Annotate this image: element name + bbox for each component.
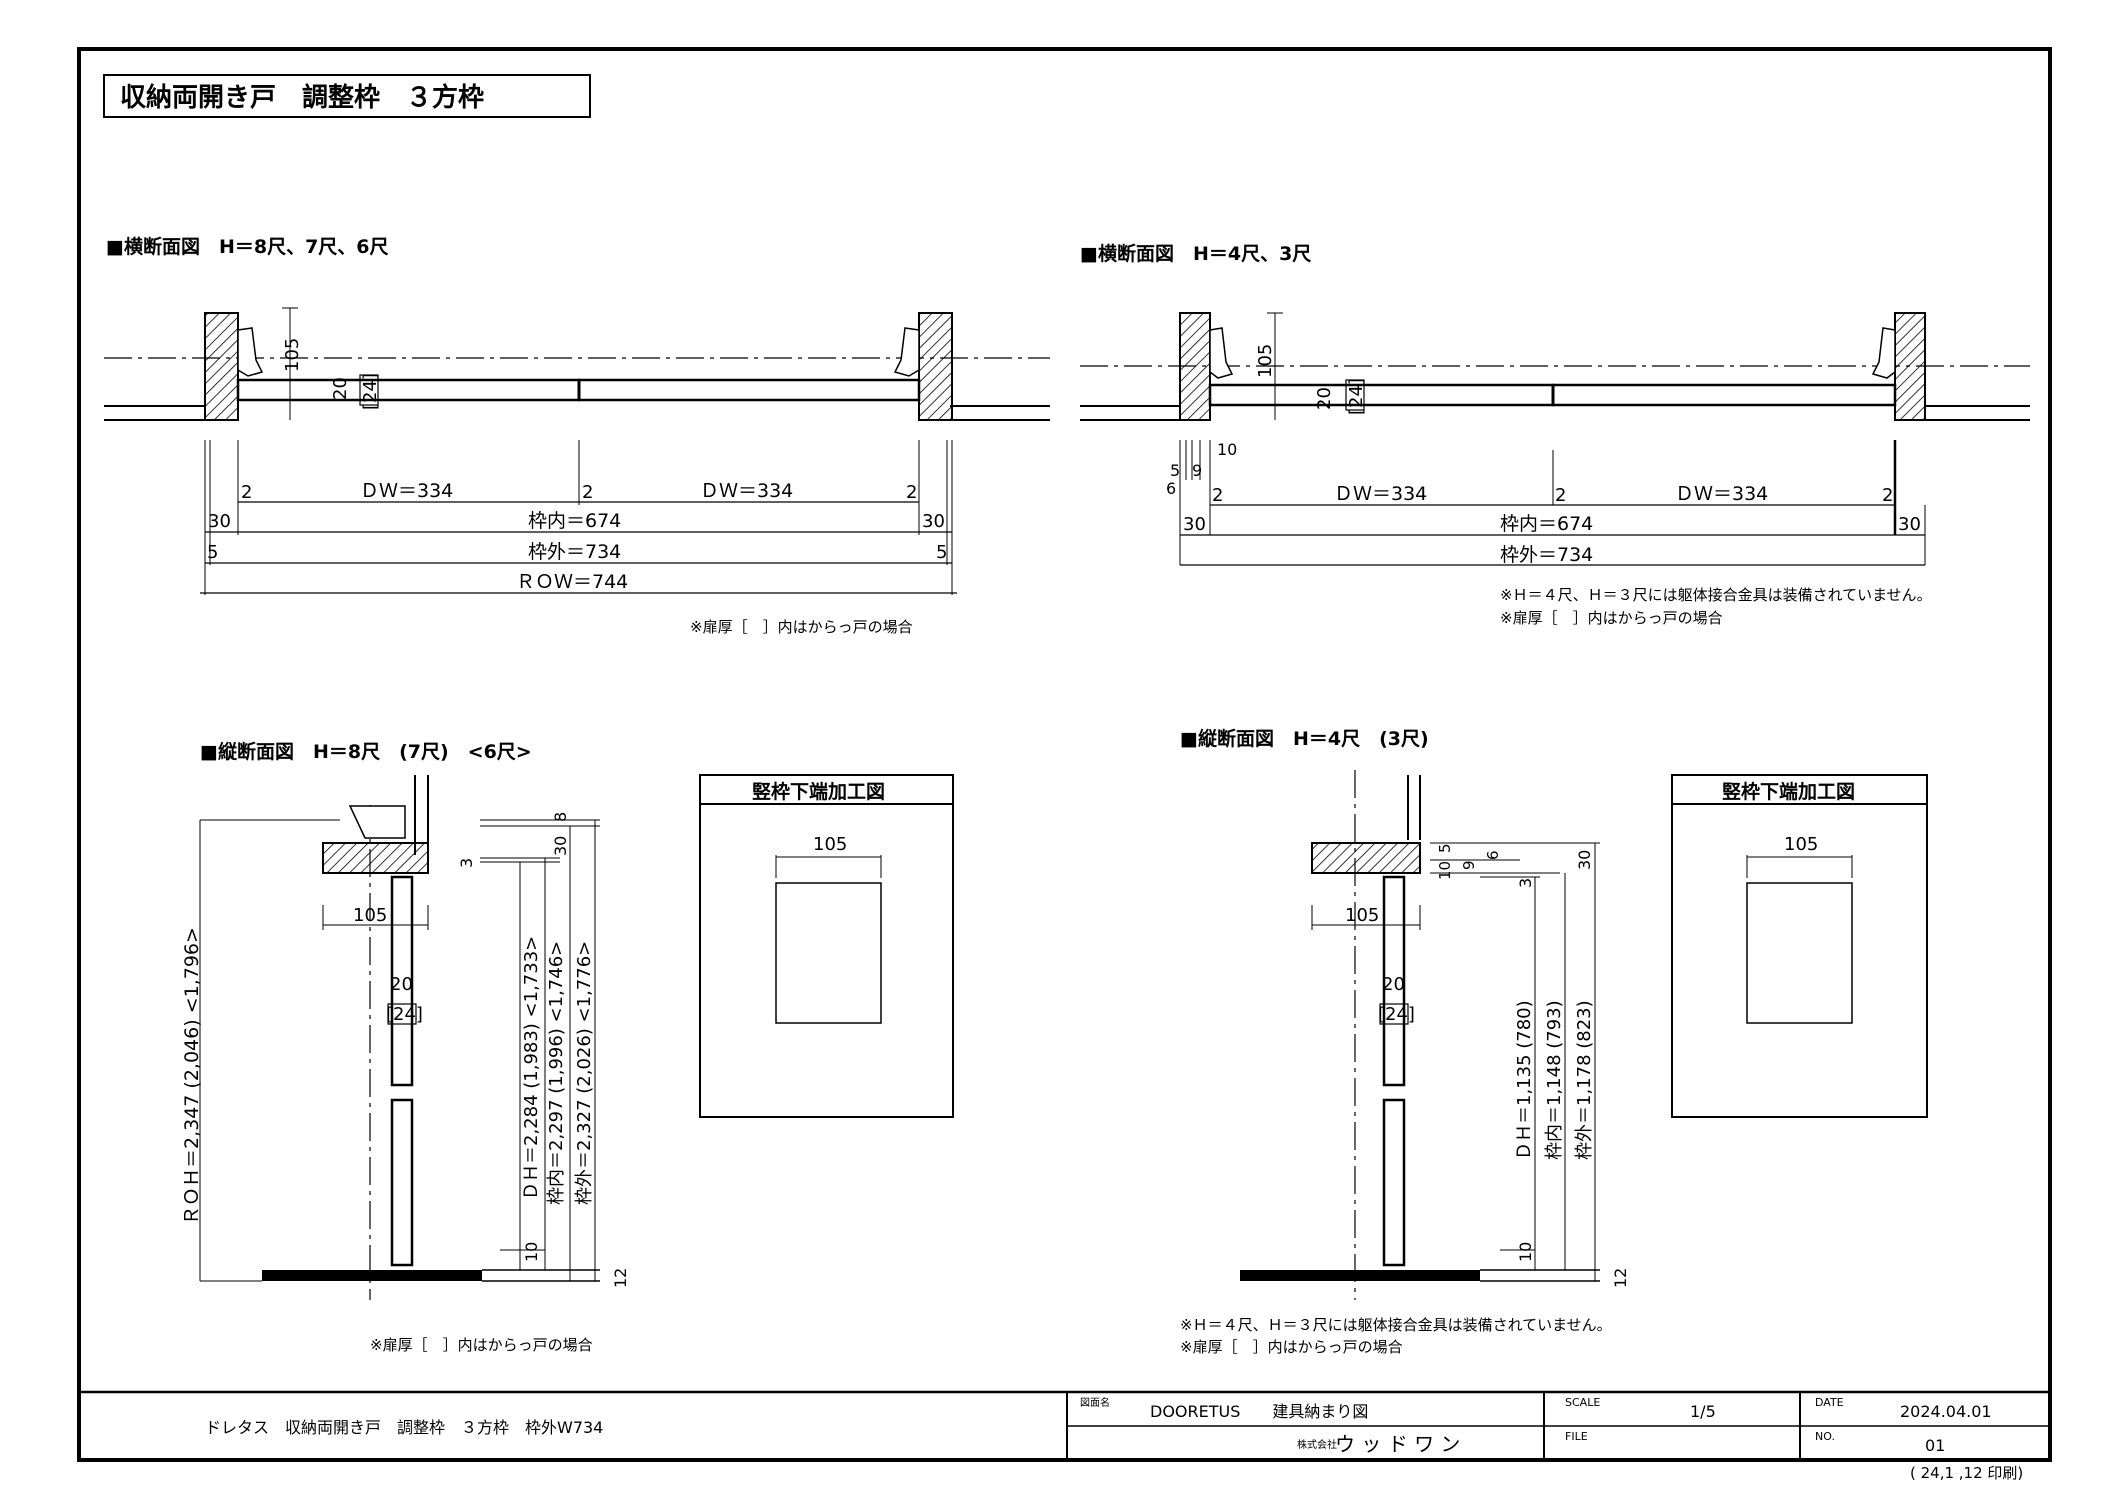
dim-inner-width-short: 枠内＝674	[1500, 513, 1593, 535]
svg-text:2: 2	[241, 482, 252, 503]
note-door-thickness-short: ※扉厚［ ］内はからっ戸の場合	[1500, 609, 1723, 627]
svg-text:10: 10	[1217, 440, 1237, 459]
svg-text:30: 30	[1183, 514, 1206, 535]
section-heading-top-left: ■横断面図 H＝8尺、7尺、6尺	[106, 235, 389, 258]
svg-text:6: 6	[1166, 479, 1176, 498]
svg-text:2: 2	[1555, 485, 1566, 506]
svg-text:12: 12	[1611, 1268, 1630, 1288]
sheet-border	[77, 47, 2052, 1462]
title-block: ドレタス 収納両開き戸 調整枠 ３方枠 枠外W734 図面名 DOORETUS …	[79, 1390, 2050, 1482]
svg-text:[24]: [24]	[386, 1004, 423, 1025]
dim-dw-left: ＤＷ＝334	[360, 480, 453, 502]
svg-text:12: 12	[611, 1268, 630, 1288]
dim-outer-height-tall: 枠外＝2,327 (2,026) <1,776>	[574, 941, 595, 1205]
date-value: 2024.04.01	[1900, 1402, 1992, 1421]
svg-text:図面名: 図面名	[1080, 1396, 1110, 1409]
svg-text:105: 105	[1784, 834, 1818, 855]
plan-section-tall: 105 20 [24] 2 2 2 ＤＷ＝334 ＤＷ＝334 30 30 枠内…	[104, 307, 1050, 636]
svg-text:105: 105	[1255, 344, 1276, 378]
svg-text:10: 10	[1516, 1242, 1535, 1262]
detail-box-left: 竪枠下端加工図 105	[699, 774, 954, 1118]
section-heading-bottom-left: ■縦断面図 H＝8尺 (7尺) <6尺>	[200, 740, 532, 763]
dim-row: ＲＯＷ＝744	[516, 571, 628, 593]
dim-inner-width: 枠内＝674	[528, 510, 621, 532]
elevation-section-short: 105 20 [24] 10 5 9 6 30 3 ＤＨ＝1,135 (780)…	[1180, 770, 1630, 1356]
svg-text:30: 30	[551, 836, 570, 856]
dim-inner-height-tall: 枠内＝2,297 (1,996) <1,746>	[546, 941, 567, 1205]
company-name: ウ ッ ド ワ ン	[1335, 1432, 1460, 1456]
detail-title-left: 竪枠下端加工図	[752, 780, 885, 803]
svg-text:105: 105	[813, 834, 847, 855]
print-stamp: ( 24,1 ,12 印刷)	[1910, 1464, 2023, 1482]
note-no-fitting: ※Ｈ＝４尺、Ｈ＝３尺には躯体接合金具は装備されていません。	[1500, 586, 1932, 604]
svg-text:2: 2	[1882, 485, 1893, 506]
dim-inner-height-short: 枠内＝1,148 (793)	[1544, 1000, 1565, 1160]
svg-text:2: 2	[906, 482, 917, 503]
note-no-fitting-vertical: ※Ｈ＝４尺、Ｈ＝３尺には躯体接合金具は装備されていません。	[1180, 1316, 1612, 1334]
drawing-number: 01	[1925, 1436, 1945, 1455]
svg-text:5: 5	[1436, 843, 1454, 853]
svg-text:3: 3	[1516, 878, 1535, 888]
svg-text:9: 9	[1192, 461, 1202, 480]
svg-text:20: 20	[330, 377, 351, 400]
svg-text:2: 2	[1212, 485, 1223, 506]
svg-text:30: 30	[208, 511, 231, 532]
svg-text:DATE: DATE	[1815, 1396, 1844, 1409]
svg-text:[24]: [24]	[360, 373, 381, 410]
svg-text:105: 105	[1345, 905, 1379, 926]
svg-text:FILE: FILE	[1565, 1430, 1588, 1443]
svg-text:20: 20	[1382, 974, 1405, 995]
dim-outer-height-short: 枠外＝1,178 (823)	[1574, 1000, 1595, 1160]
dim-roh: ＲＯＨ＝2,347 (2,046) <1,796>	[181, 927, 203, 1225]
svg-text:105: 105	[353, 905, 387, 926]
svg-text:9: 9	[1460, 860, 1478, 870]
note-door-thickness-vertical: ※扉厚［ ］内はからっ戸の場合	[370, 1336, 593, 1354]
svg-text:8: 8	[551, 812, 570, 822]
dim-dw-right: ＤＷ＝334	[700, 480, 793, 502]
note-door-thickness-vertical-short: ※扉厚［ ］内はからっ戸の場合	[1180, 1338, 1403, 1356]
svg-text:2: 2	[582, 482, 593, 503]
svg-text:5: 5	[1170, 461, 1180, 480]
svg-text:10: 10	[1436, 861, 1454, 880]
svg-text:[24]: [24]	[1346, 378, 1367, 415]
scale-value: 1/5	[1690, 1402, 1716, 1421]
svg-text:5: 5	[936, 542, 947, 563]
detail-title-right: 竪枠下端加工図	[1722, 780, 1855, 803]
svg-text:20: 20	[1314, 387, 1335, 410]
svg-text:10: 10	[522, 1242, 541, 1262]
svg-text:[24]: [24]	[1378, 1004, 1415, 1025]
dim-dw-right-short: ＤＷ＝334	[1675, 483, 1768, 505]
dim-outer-width-short: 枠外＝734	[1500, 544, 1593, 566]
svg-text:3: 3	[457, 858, 476, 868]
page-title: 収納両開き戸 調整枠 ３方枠	[120, 82, 484, 113]
dim-dh-tall: ＤＨ＝2,284 (1,983) <1,733>	[521, 936, 542, 1200]
svg-text:30: 30	[1898, 514, 1921, 535]
section-heading-top-right: ■横断面図 H＝4尺、3尺	[1080, 242, 1311, 265]
elevation-section-tall: 105 20 [24] ＲＯＨ＝2,347 (2,046) <1,796> 8 …	[181, 775, 630, 1354]
section-heading-bottom-right: ■縦断面図 H＝4尺 (3尺)	[1180, 727, 1429, 750]
title-box: 収納両開き戸 調整枠 ３方枠	[103, 74, 591, 118]
svg-text:株式会社: 株式会社	[1297, 1438, 1337, 1451]
svg-text:30: 30	[1575, 850, 1594, 870]
svg-text:30: 30	[922, 511, 945, 532]
svg-text:20: 20	[390, 974, 413, 995]
svg-text:105: 105	[282, 338, 303, 372]
svg-text:5: 5	[207, 542, 218, 563]
svg-text:6: 6	[1484, 850, 1502, 860]
dim-dw-left-short: ＤＷ＝334	[1334, 483, 1427, 505]
dim-outer-width: 枠外＝734	[528, 541, 621, 563]
svg-text:NO.: NO.	[1815, 1430, 1835, 1443]
plan-section-short: 105 20 [24] 10 9 5 6 2 2 2 ＤＷ＝334 ＤＷ＝334…	[1080, 312, 2030, 627]
svg-text:SCALE: SCALE	[1565, 1396, 1600, 1409]
product-description: ドレタス 収納両開き戸 調整枠 ３方枠 枠外W734	[205, 1418, 603, 1437]
note-door-thickness: ※扉厚［ ］内はからっ戸の場合	[690, 618, 913, 636]
dim-dh-short: ＤＨ＝1,135 (780)	[1514, 1000, 1535, 1160]
drawing-name: DOORETUS 建具納まり図	[1150, 1402, 1368, 1421]
detail-box-right: 竪枠下端加工図 105	[1671, 774, 1928, 1118]
